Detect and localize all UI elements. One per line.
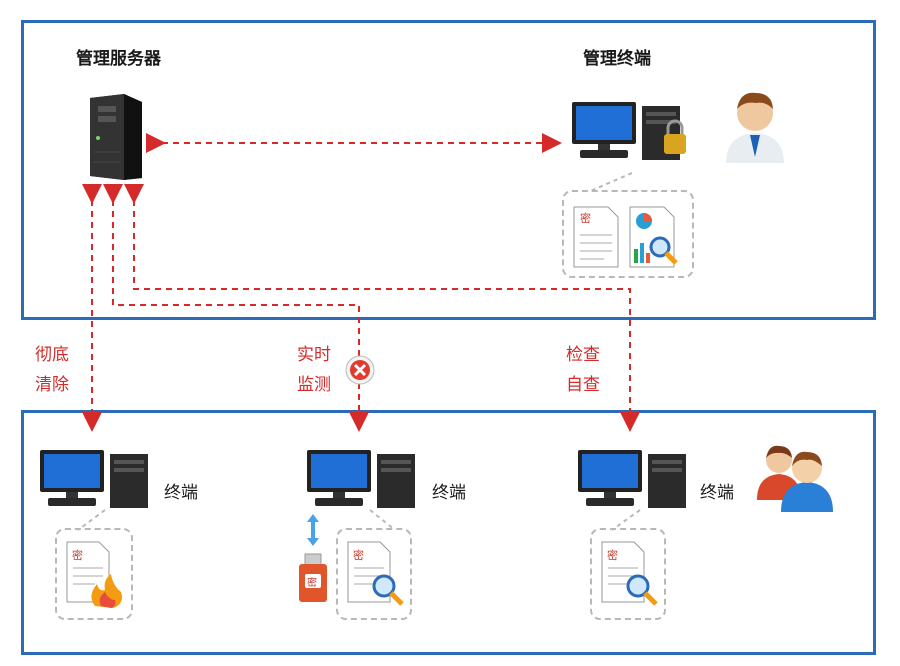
server-icon [90,94,142,180]
secret-doc-and-report-icons [573,206,678,268]
terminal-left-label: 终端 [164,483,198,503]
secret-doc-mark: 密 [353,549,364,562]
desktop-computer-icon [307,450,415,508]
server-label: 管理服务器 [76,49,161,69]
terminal-mid-label: 终端 [432,483,466,503]
usb-key-icon [299,553,327,602]
management-terminal-label: 管理终端 [583,49,651,69]
admin-documents-group [562,190,694,278]
monitor-label-line2: 监测 [297,375,331,395]
desktop-computer-icon [40,450,148,508]
secret-doc-mark: 密 [607,549,618,562]
check-label-line1: 检查 [566,345,600,365]
check-label-line2: 自查 [566,375,600,395]
doc-search-icon [601,541,658,606]
checked-doc-group [590,528,666,620]
monitored-doc-group [336,528,412,620]
sync-arrow-icon [307,514,319,546]
burning-doc-icon [66,541,122,608]
secret-doc-mark: 密 [72,549,83,562]
usb-secret-mark: 密 [307,578,317,589]
terminal-zone-panel [21,410,876,655]
terminal-right-label: 终端 [700,483,734,503]
secret-doc-mark: 密 [580,212,591,225]
blocked-icon [345,355,375,385]
check-link [124,184,640,432]
doc-search-icon [347,541,404,606]
desktop-computer-lock-icon [572,102,686,160]
users-group-icon [757,445,833,512]
wipe-label-line1: 彻底 [35,345,69,365]
admin-person-icon [726,92,784,163]
monitor-label-line1: 实时 [297,345,331,365]
wiped-doc-group [55,528,133,620]
wipe-label-line2: 清除 [35,375,69,395]
desktop-computer-icon [578,450,686,508]
